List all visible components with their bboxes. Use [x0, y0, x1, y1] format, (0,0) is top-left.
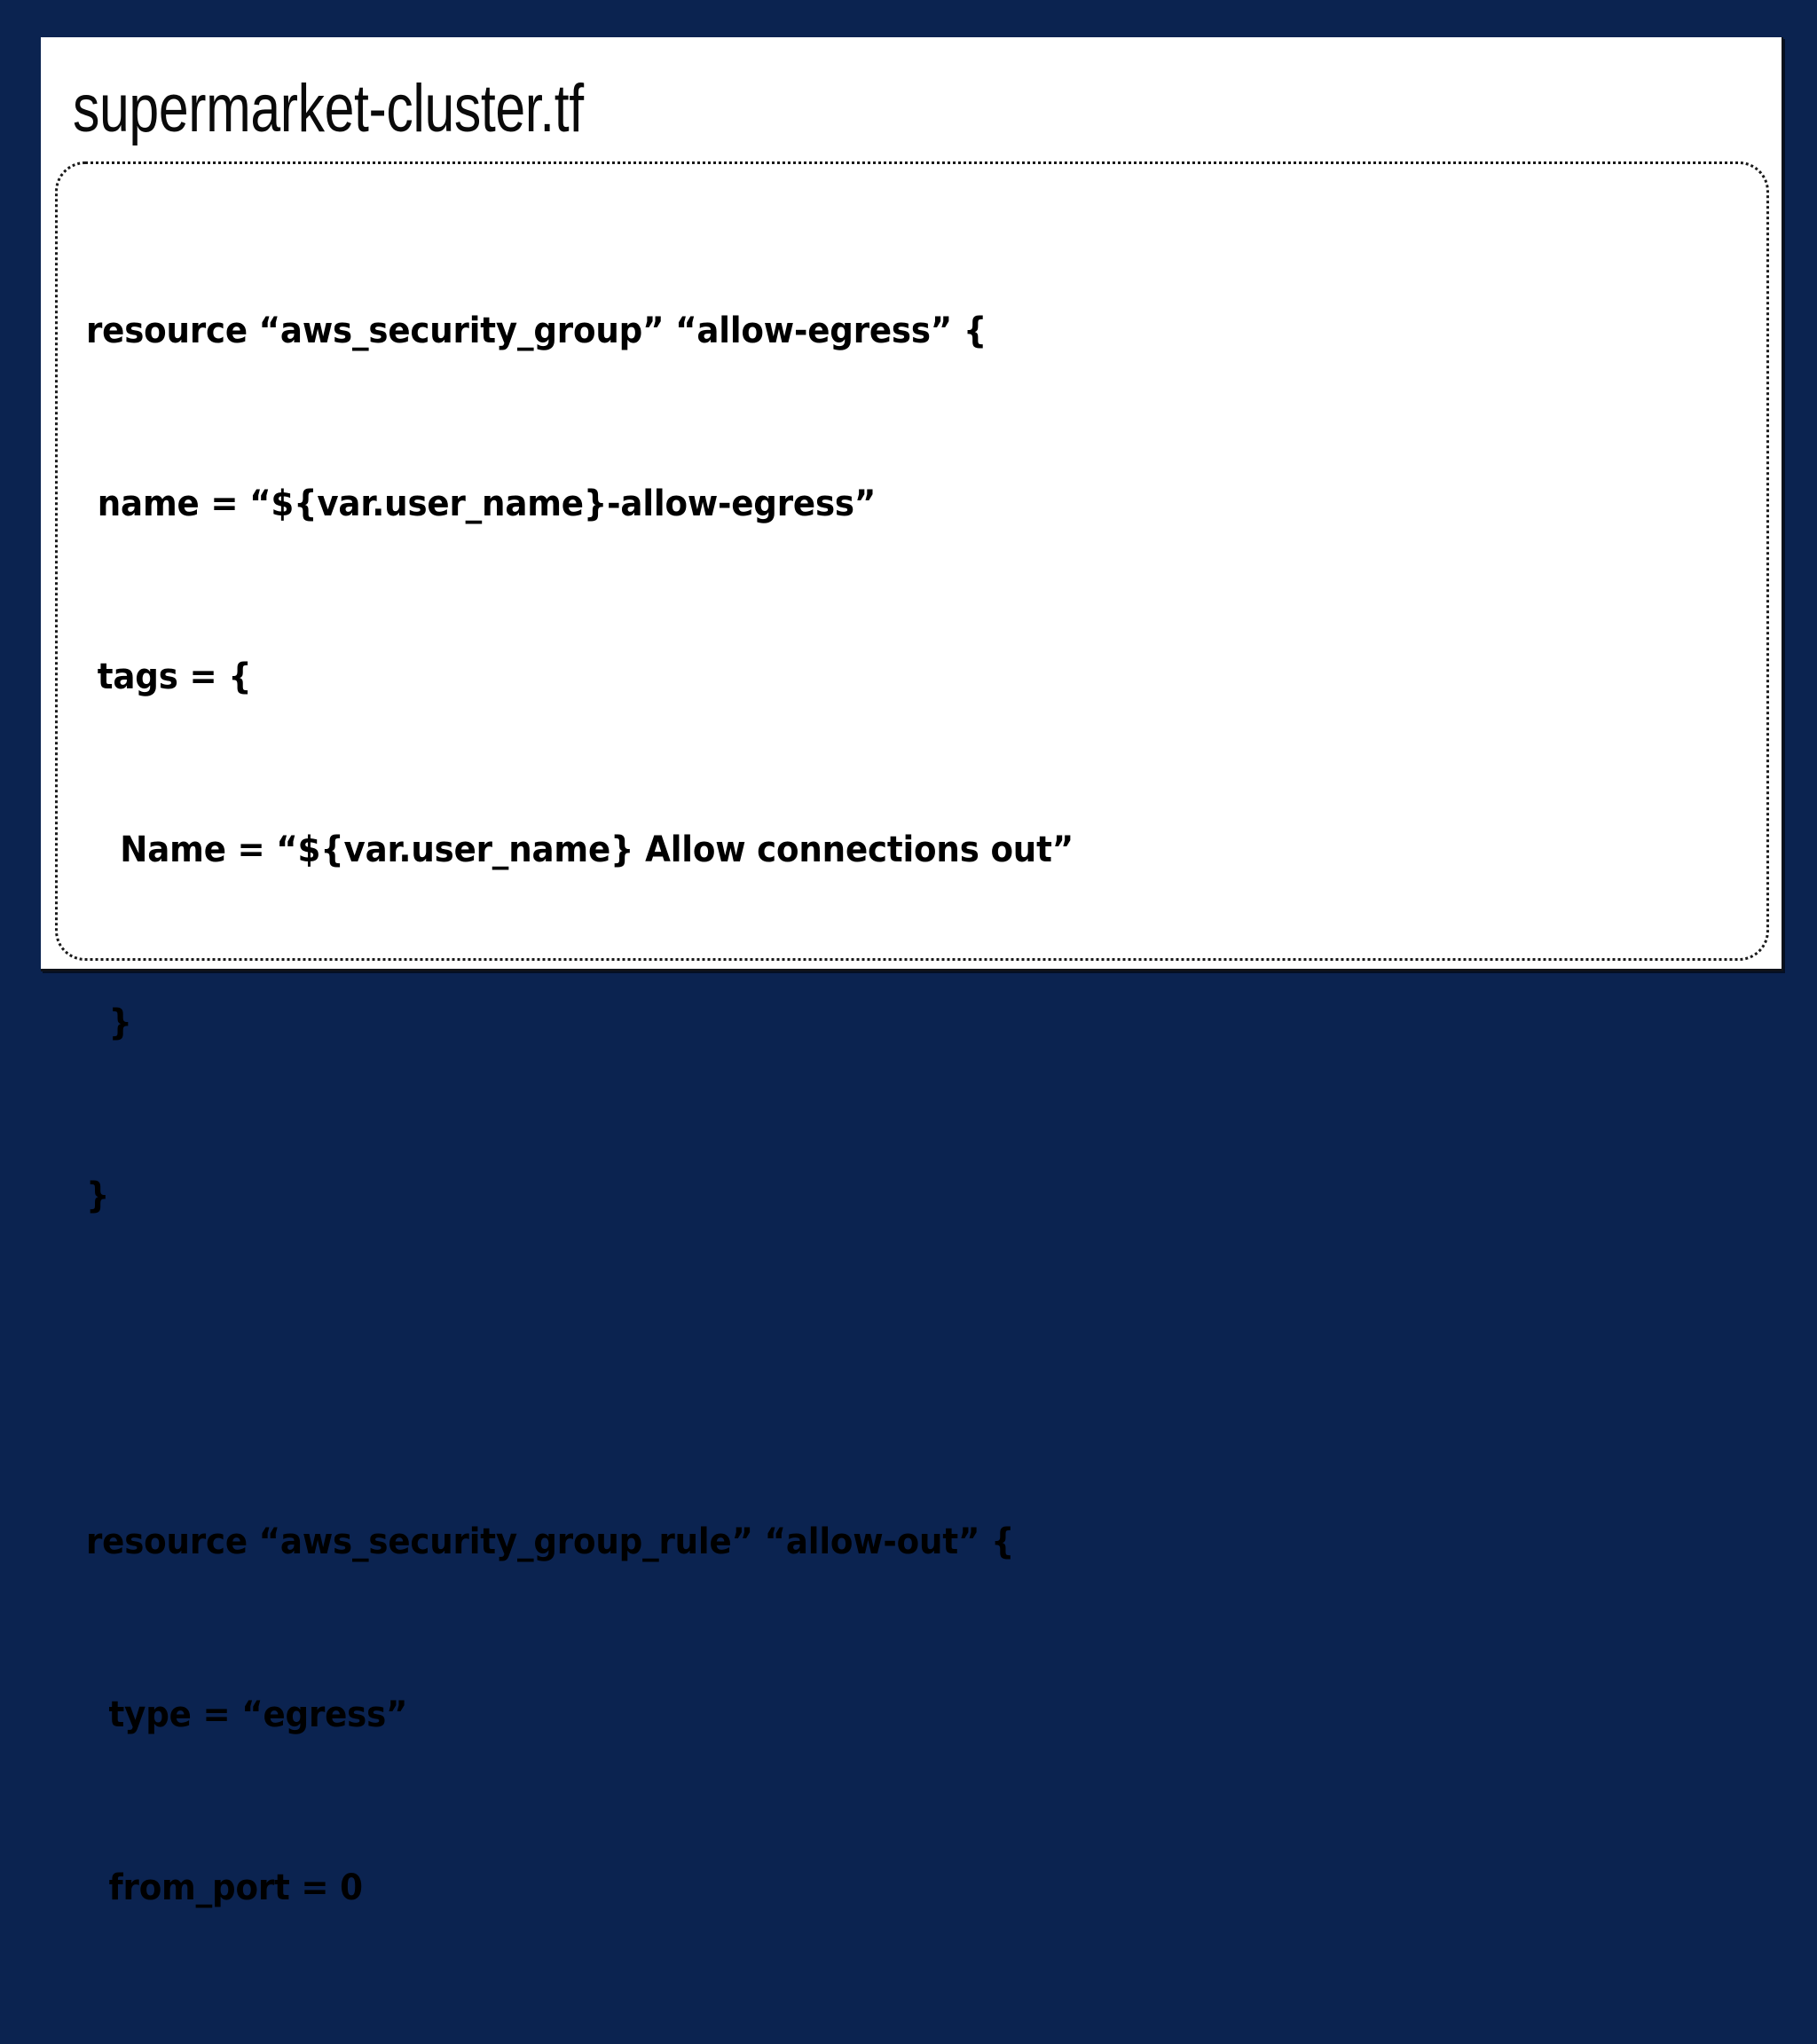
code-block-frame: resource “aws_security_group” “allow-egr…	[55, 161, 1769, 2044]
content-card: supermarket-cluster.tf resource “aws_sec…	[41, 37, 1783, 2044]
code-line: to_port = 65535	[86, 2032, 1632, 2044]
code-line: Name = “${var.user_name} Allow connectio…	[86, 829, 1074, 870]
code-line: from_port = 0	[86, 1867, 364, 1908]
code-line: resource “aws_security_group_rule” “allo…	[86, 1521, 1015, 1562]
code-line: type = “egress”	[86, 1694, 408, 1735]
page-title: supermarket-cluster.tf	[73, 71, 584, 146]
code-line: }	[86, 1175, 110, 1216]
code-line: }	[86, 1002, 133, 1043]
code-line: tags = {	[86, 656, 252, 697]
code-listing: resource “aws_security_group” “allow-egr…	[86, 187, 1749, 2044]
code-line-blank	[86, 1340, 1632, 1398]
code-line: name = “${var.user_name}-allow-egress”	[86, 483, 877, 524]
code-line: resource “aws_security_group” “allow-egr…	[86, 311, 987, 351]
slide-canvas: supermarket-cluster.tf resource “aws_sec…	[41, 37, 1783, 2044]
